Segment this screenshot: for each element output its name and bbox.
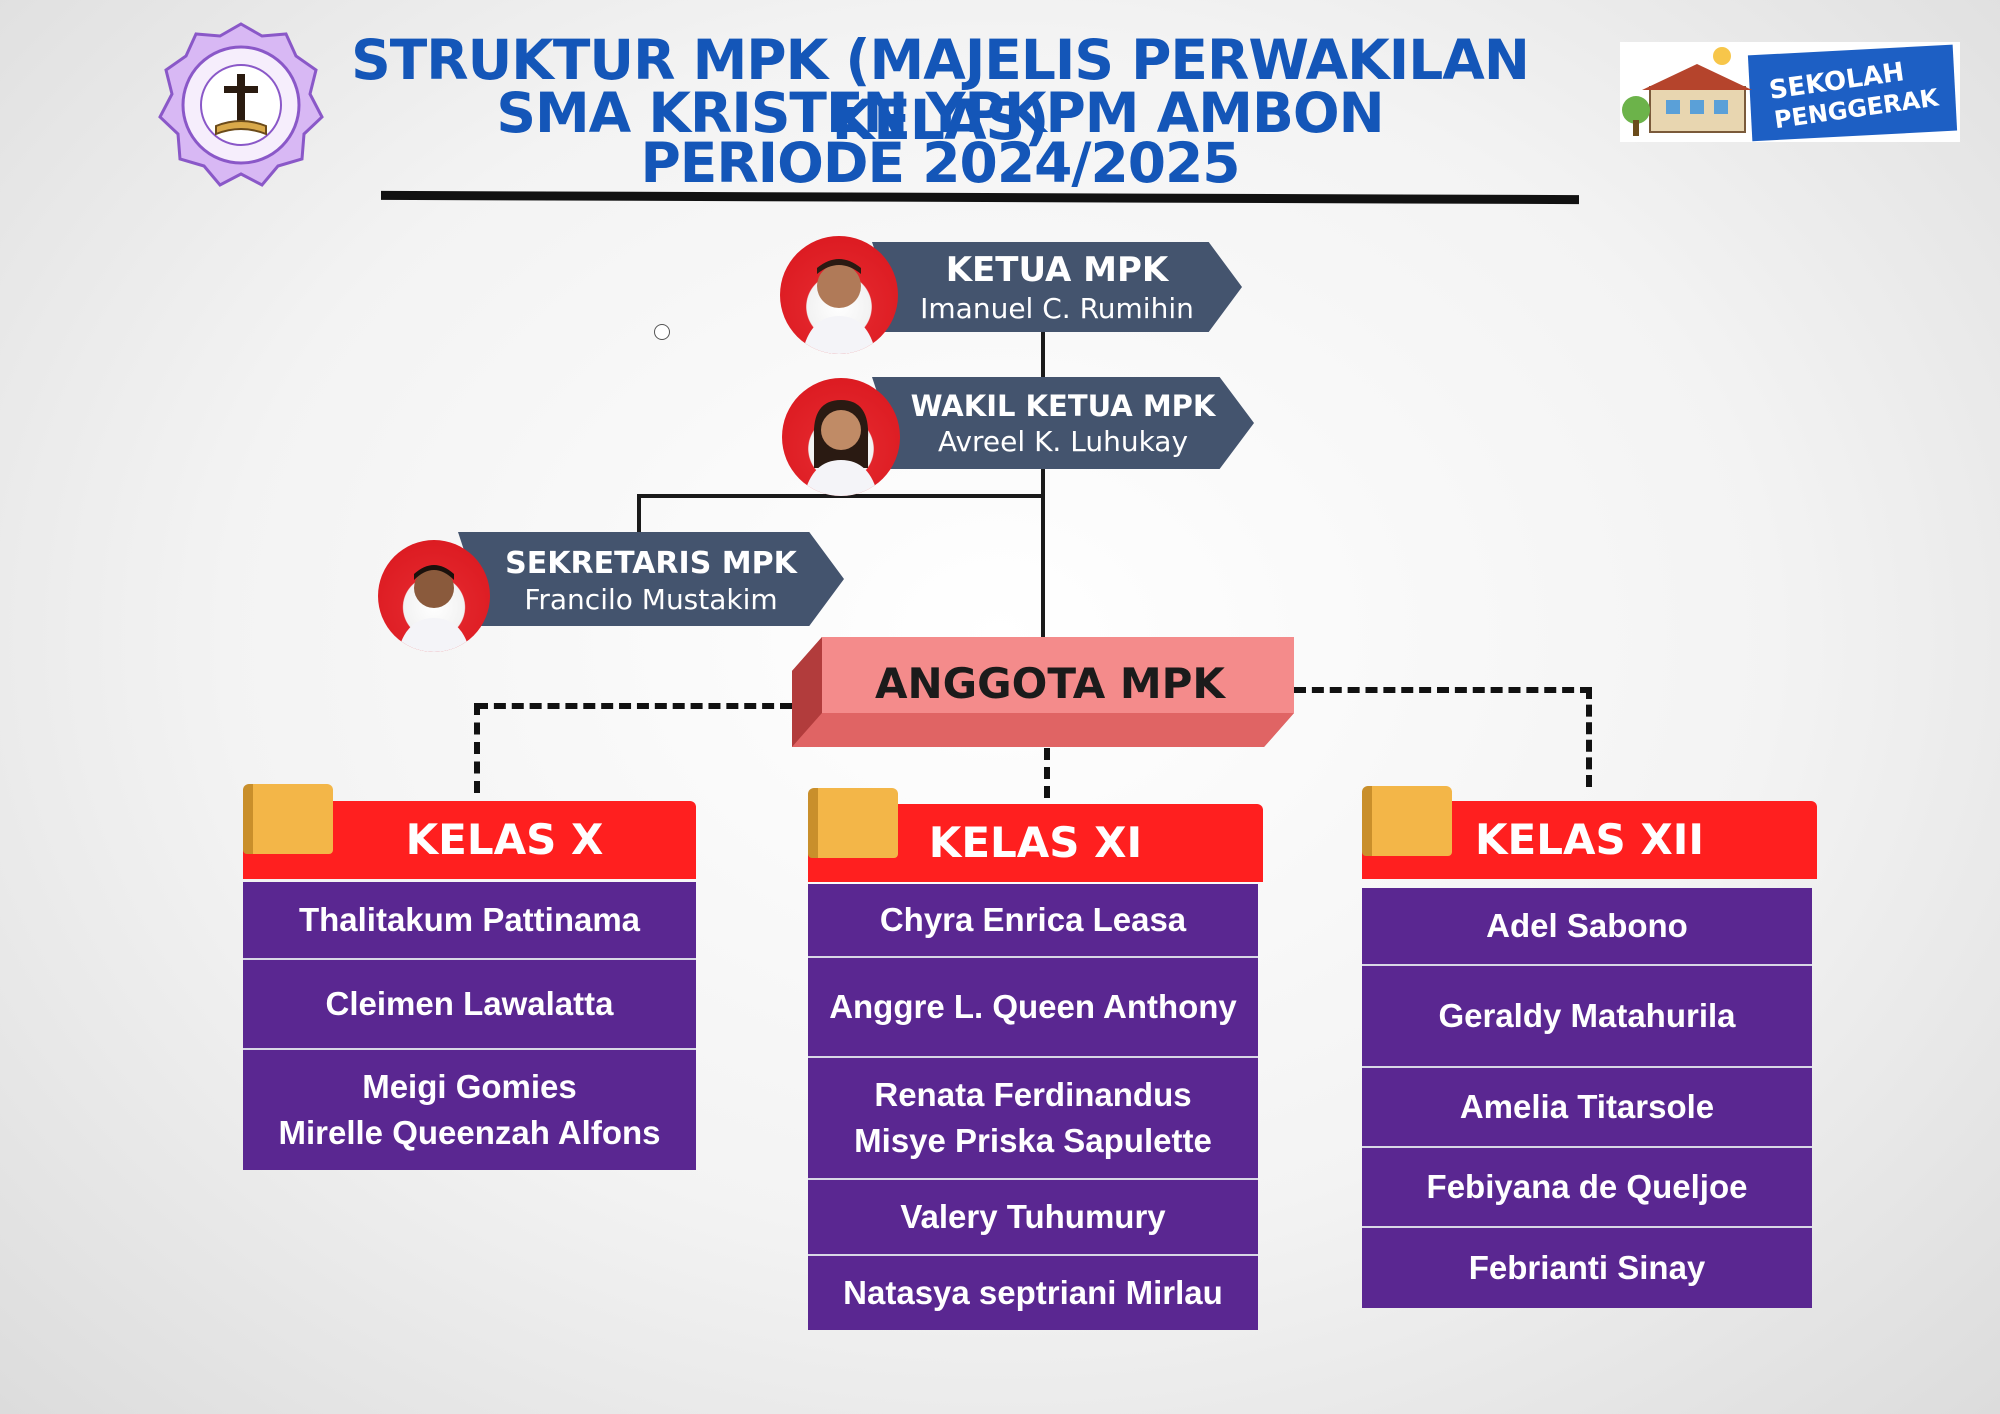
list-item: Amelia Titarsole: [1362, 1068, 1812, 1148]
kelas-xi-label: KELAS XI: [928, 818, 1143, 867]
kelas-x-label: KELAS X: [405, 815, 604, 864]
role-sekretaris-banner: SEKRETARIS MPK Francilo Mustakim: [458, 532, 844, 626]
list-item: Anggre L. Queen Anthony: [808, 958, 1258, 1058]
anggota-label: ANGGOTA MPK: [875, 659, 1225, 708]
dash-left-horizontal: [476, 703, 792, 709]
dash-left-vertical: [474, 703, 480, 793]
kelas-xii-tab-icon: [1362, 786, 1452, 856]
connector-vertical-main: [1041, 330, 1045, 640]
kelas-xi-list: Chyra Enrica Leasa Anggre L. Queen Antho…: [808, 884, 1258, 1330]
title-line-1: STRUKTUR MPK (MAJELIS PERWAKILAN KELAS): [351, 28, 1530, 152]
role-ketua-banner: KETUA MPK Imanuel C. Rumihin: [872, 242, 1242, 332]
list-item: Chyra Enrica Leasa: [808, 884, 1258, 958]
sekretaris-avatar: [378, 540, 490, 652]
sekolah-penggerak-logo: SEKOLAH PENGGERAK: [1620, 42, 1960, 142]
dash-center-vertical: [1044, 748, 1050, 798]
list-item: Cleimen Lawalatta: [243, 960, 696, 1050]
list-item: Thalitakum Pattinama: [243, 882, 696, 960]
role-sekretaris-name: Francilo Mustakim: [524, 583, 778, 616]
role-wakil-name: Avreel K. Luhukay: [937, 425, 1189, 458]
role-ketua-title: KETUA MPK: [945, 250, 1169, 290]
list-item: Febiyana de Queljoe: [1362, 1148, 1812, 1228]
anggota-box: [792, 637, 1294, 747]
list-item: Geraldy Matahurila: [1362, 966, 1812, 1068]
title-line-2: SMA KRISTEN YPKPM AMBON: [496, 81, 1384, 145]
title-line-3: PERIODE 2024/2025: [640, 131, 1240, 195]
kelas-xi-tab-icon: [808, 788, 898, 858]
role-sekretaris-title: SEKRETARIS MPK: [505, 546, 797, 581]
connector-horizontal-sekretaris: [637, 494, 1043, 498]
list-item: Adel Sabono: [1362, 888, 1812, 966]
school-crest-logo: [158, 22, 324, 188]
connector-vertical-sekretaris: [637, 494, 641, 534]
kelas-xii-list: Adel Sabono Geraldy Matahurila Amelia Ti…: [1362, 888, 1812, 1308]
dot-marker: [654, 324, 670, 340]
list-item: Febrianti Sinay: [1362, 1228, 1812, 1308]
dash-right-horizontal: [1294, 687, 1592, 693]
kelas-x-tab-icon: [243, 784, 333, 854]
list-item: Valery Tuhumury: [808, 1180, 1258, 1256]
role-wakil-title: WAKIL KETUA MPK: [910, 389, 1216, 423]
list-item: Natasya septriani Mirlau: [808, 1256, 1258, 1330]
ketua-avatar: [780, 236, 898, 354]
dash-right-vertical: [1586, 687, 1592, 787]
wakil-avatar: [782, 378, 900, 496]
role-ketua-name: Imanuel C. Rumihin: [920, 292, 1194, 325]
role-wakil-banner: WAKIL KETUA MPK Avreel K. Luhukay: [872, 377, 1254, 469]
kelas-xii-label: KELAS XII: [1474, 815, 1704, 864]
kelas-x-list: Thalitakum Pattinama Cleimen Lawalatta M…: [243, 882, 696, 1170]
